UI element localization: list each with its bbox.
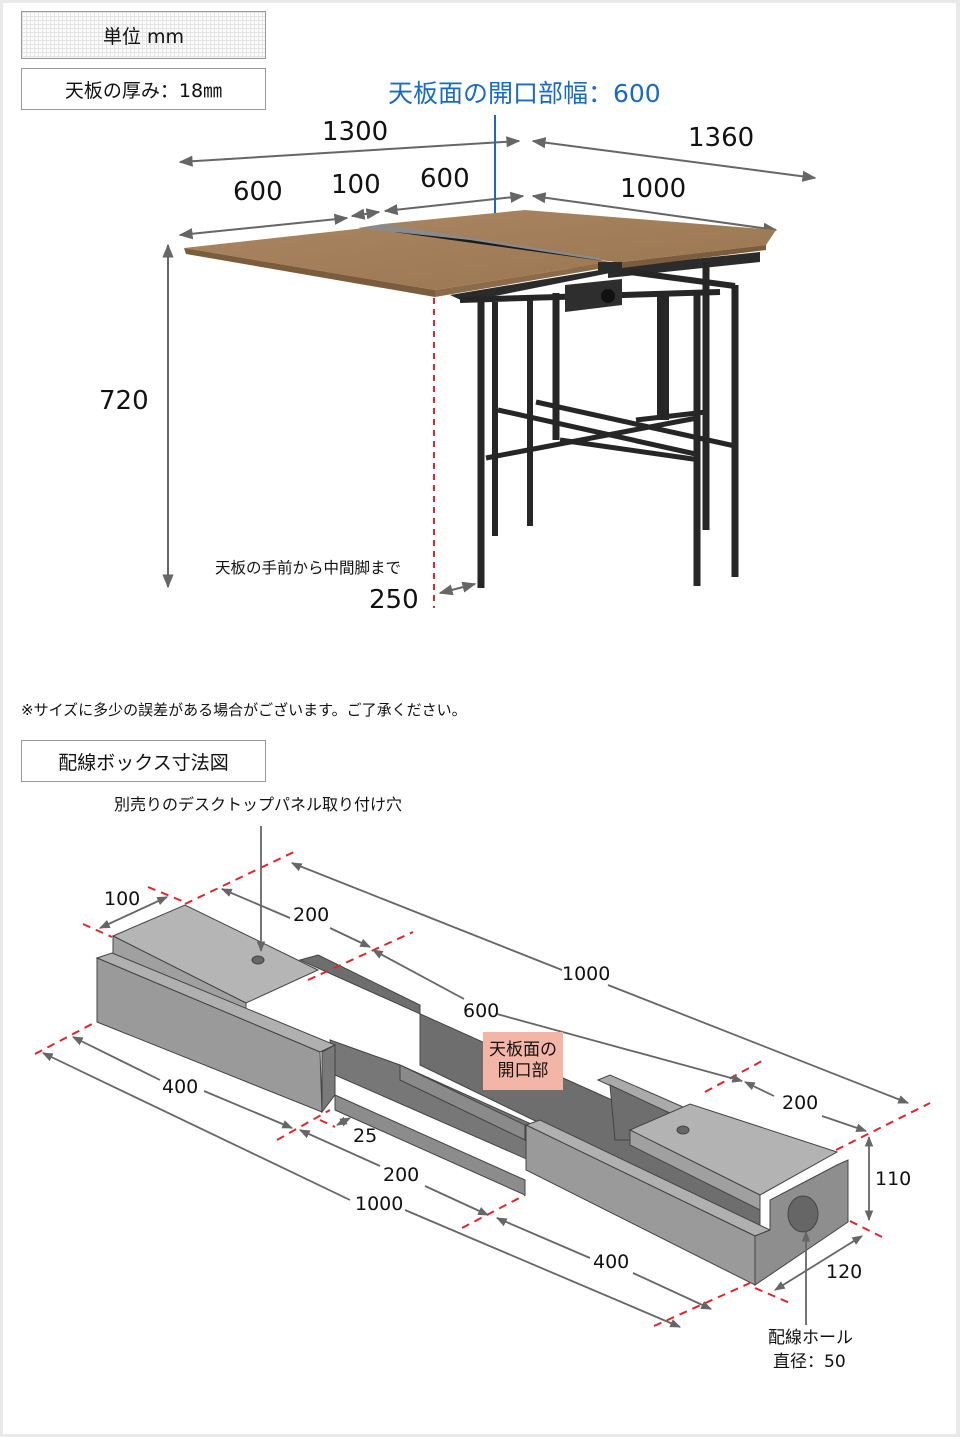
dim-left-section: 400 <box>162 1076 199 1098</box>
dim-total-width: 1300 <box>322 117 389 147</box>
opening-tag-line2: 開口部 <box>497 1061 549 1081</box>
wiring-box-section-title: 配線ボックス寸法図 <box>21 740 266 782</box>
dim-right-cap-length: 200 <box>782 1092 819 1114</box>
hole-caption-line2: 直径：50 <box>773 1352 846 1372</box>
dim-leg-offset: 250 <box>369 585 419 615</box>
thickness-label-box: 天板の厚み：18㎜ <box>21 68 266 110</box>
panel-hole-caption: 別売りのデスクトップパネル取り付け穴 <box>114 795 403 814</box>
dim-box-width: 120 <box>826 1261 863 1283</box>
dim-right-top-width: 600 <box>420 164 470 194</box>
dim-end-cap-length: 200 <box>293 904 330 926</box>
dim-opening-length: 600 <box>463 1000 500 1022</box>
opening-width-title: 天板面の開口部幅：600 <box>388 79 661 108</box>
dim-middle-section: 200 <box>383 1164 420 1186</box>
leg-offset-caption: 天板の手前から中間脚まで <box>215 559 402 577</box>
desk-tops <box>184 210 776 297</box>
hole-caption-line1: 配線ホール <box>768 1328 853 1348</box>
opening-tag: 天板面の 開口部 <box>483 1032 563 1090</box>
opening-tag-line1: 天板面の <box>489 1039 557 1060</box>
dim-end-cap-depth: 100 <box>104 888 141 910</box>
dim-step: 25 <box>353 1125 378 1147</box>
desk-frame <box>450 252 760 588</box>
dim-total-length-bottom: 1000 <box>355 1193 404 1215</box>
disclaimer-text: ※サイズに多少の誤差がある場合がございます。ご了承ください。 <box>21 701 467 719</box>
dim-right-section: 400 <box>593 1251 630 1273</box>
dim-height: 720 <box>99 386 149 416</box>
thickness-label: 天板の厚み：18㎜ <box>64 79 223 102</box>
desk-dimension-lines <box>162 136 817 596</box>
section-title-text: 配線ボックス寸法図 <box>58 751 229 774</box>
dim-total-length-top: 1000 <box>562 963 611 985</box>
unit-label: 単位 mm <box>102 25 185 48</box>
dim-left-top-width: 600 <box>233 177 283 207</box>
dim-box-height: 110 <box>875 1168 912 1190</box>
dim-gap-width: 100 <box>331 170 381 200</box>
wiring-box-dimension-lines <box>42 826 910 1328</box>
unit-label-box: 単位 mm <box>21 11 266 59</box>
dim-top-depth: 1000 <box>620 174 687 204</box>
dim-total-depth: 1360 <box>688 123 755 153</box>
wiring-box-body <box>95 904 849 1286</box>
